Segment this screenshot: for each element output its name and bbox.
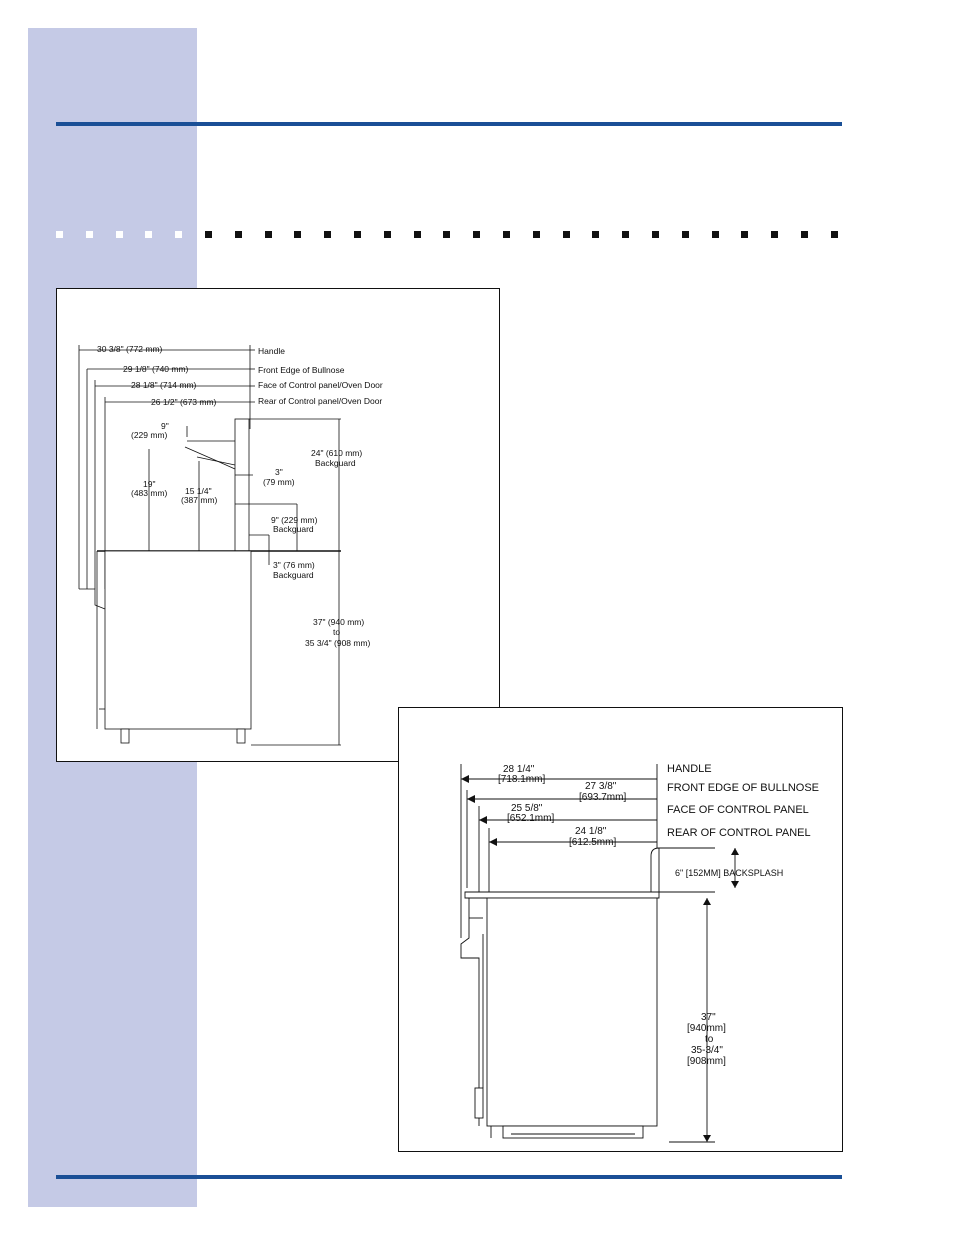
dim-37-c: to: [705, 1034, 714, 1045]
divider-dot: [741, 231, 749, 238]
dim-9bg-a: 9" (229 mm): [271, 515, 318, 525]
dim-15-a: 15 1/4": [185, 486, 212, 496]
divider-dot: [85, 231, 93, 238]
divider-dot: [830, 231, 838, 238]
dim-3-a: 3": [275, 467, 283, 477]
label-bullnose: Front Edge of Bullnose: [258, 365, 345, 375]
dim-37-c: 35 3/4" (908 mm): [305, 638, 371, 648]
dim-37-b: [940mm]: [687, 1023, 726, 1034]
dim-rear: 26 1/2" (673 mm): [151, 397, 217, 407]
dim-9-a: 9": [161, 421, 169, 431]
dim-3bg-b: Backguard: [273, 570, 314, 580]
divider-dot: [383, 231, 391, 238]
divider-dot: [652, 231, 659, 238]
dim-bullnose-a: 27 3/8": [585, 781, 617, 792]
divider-dot: [264, 231, 272, 238]
divider-dot: [503, 231, 510, 238]
divider-dot: [324, 231, 332, 238]
dim-37-a: 37" (940 mm): [313, 617, 364, 627]
divider-dot: [354, 231, 361, 238]
dim-24-b: Backguard: [315, 458, 356, 468]
divider-dot: [532, 231, 540, 238]
divider-dot: [711, 231, 719, 238]
dim-handle-a: 28 1/4": [503, 764, 535, 775]
dot-divider: [56, 231, 846, 241]
dim-37-a: 37": [701, 1012, 716, 1023]
label-face: Face of Control panel/Oven Door: [258, 380, 383, 390]
dim-9-b: (229 mm): [131, 430, 168, 440]
divider-dot: [681, 231, 689, 238]
label-handle: Handle: [258, 346, 285, 356]
dim-19-b: (483 mm): [131, 488, 168, 498]
divider-dot: [473, 231, 481, 238]
divider-dot: [592, 231, 600, 238]
label-face: FACE OF CONTROL PANEL: [667, 804, 809, 816]
divider-dot: [205, 231, 212, 238]
divider-dot: [771, 231, 779, 238]
divider-dot: [56, 231, 63, 238]
dim-24-a: 24" (610 mm): [311, 448, 362, 458]
dim-face-a: 25 5/8": [511, 803, 543, 814]
figure-b-diagram: 28 1/4" [718.1mm] 27 3/8" [693.7mm] 25 5…: [460, 763, 819, 1143]
divider-dot: [145, 231, 153, 238]
dim-backsplash: 6" [152MM] BACKSPLASH: [675, 868, 783, 878]
dim-rear-a: 24 1/8": [575, 826, 607, 837]
label-handle: HANDLE: [667, 763, 712, 775]
dim-37-d: 35-3/4": [691, 1045, 723, 1056]
label-rear: REAR OF CONTROL PANEL: [667, 827, 811, 839]
dim-face-b: [652.1mm]: [507, 813, 554, 824]
divider-dot: [622, 231, 630, 238]
dim-bullnose-b: [693.7mm]: [579, 792, 626, 803]
dim-37-b: to: [333, 627, 340, 637]
divider-dot: [234, 231, 242, 238]
dim-9bg-b: Backguard: [273, 524, 314, 534]
dim-face: 28 1/8" (714 mm): [131, 380, 197, 390]
dim-15-b: (387 mm): [181, 495, 218, 505]
divider-dot: [413, 231, 421, 238]
figure-a-diagram: 30 3/8" (772 mm) 29 1/8" (740 mm) 28 1/8…: [78, 344, 383, 746]
divider-dot: [294, 231, 302, 238]
bottom-rule: [56, 1175, 842, 1179]
dim-rear-b: [612.5mm]: [569, 837, 616, 848]
divider-dot: [801, 231, 808, 238]
dim-19-a: 19": [143, 479, 155, 489]
dim-bullnose: 29 1/8" (740 mm): [123, 364, 189, 374]
dim-37-e: [908mm]: [687, 1056, 726, 1067]
figure-a-panel: 30 3/8" (772 mm) 29 1/8" (740 mm) 28 1/8…: [56, 288, 500, 762]
label-rear: Rear of Control panel/Oven Door: [258, 396, 382, 406]
dim-3-b: (79 mm): [263, 477, 295, 487]
figure-b-panel: 28 1/4" [718.1mm] 27 3/8" [693.7mm] 25 5…: [398, 707, 843, 1152]
label-bullnose: FRONT EDGE OF BULLNOSE: [667, 782, 819, 794]
dim-handle-b: [718.1mm]: [498, 774, 545, 785]
dim-3bg-a: 3" (76 mm): [273, 560, 315, 570]
divider-dot: [175, 231, 183, 238]
top-rule: [56, 122, 842, 126]
divider-dot: [115, 231, 123, 238]
divider-dot: [443, 231, 451, 238]
dim-handle: 30 3/8" (772 mm): [97, 344, 163, 354]
divider-dot: [562, 231, 570, 238]
